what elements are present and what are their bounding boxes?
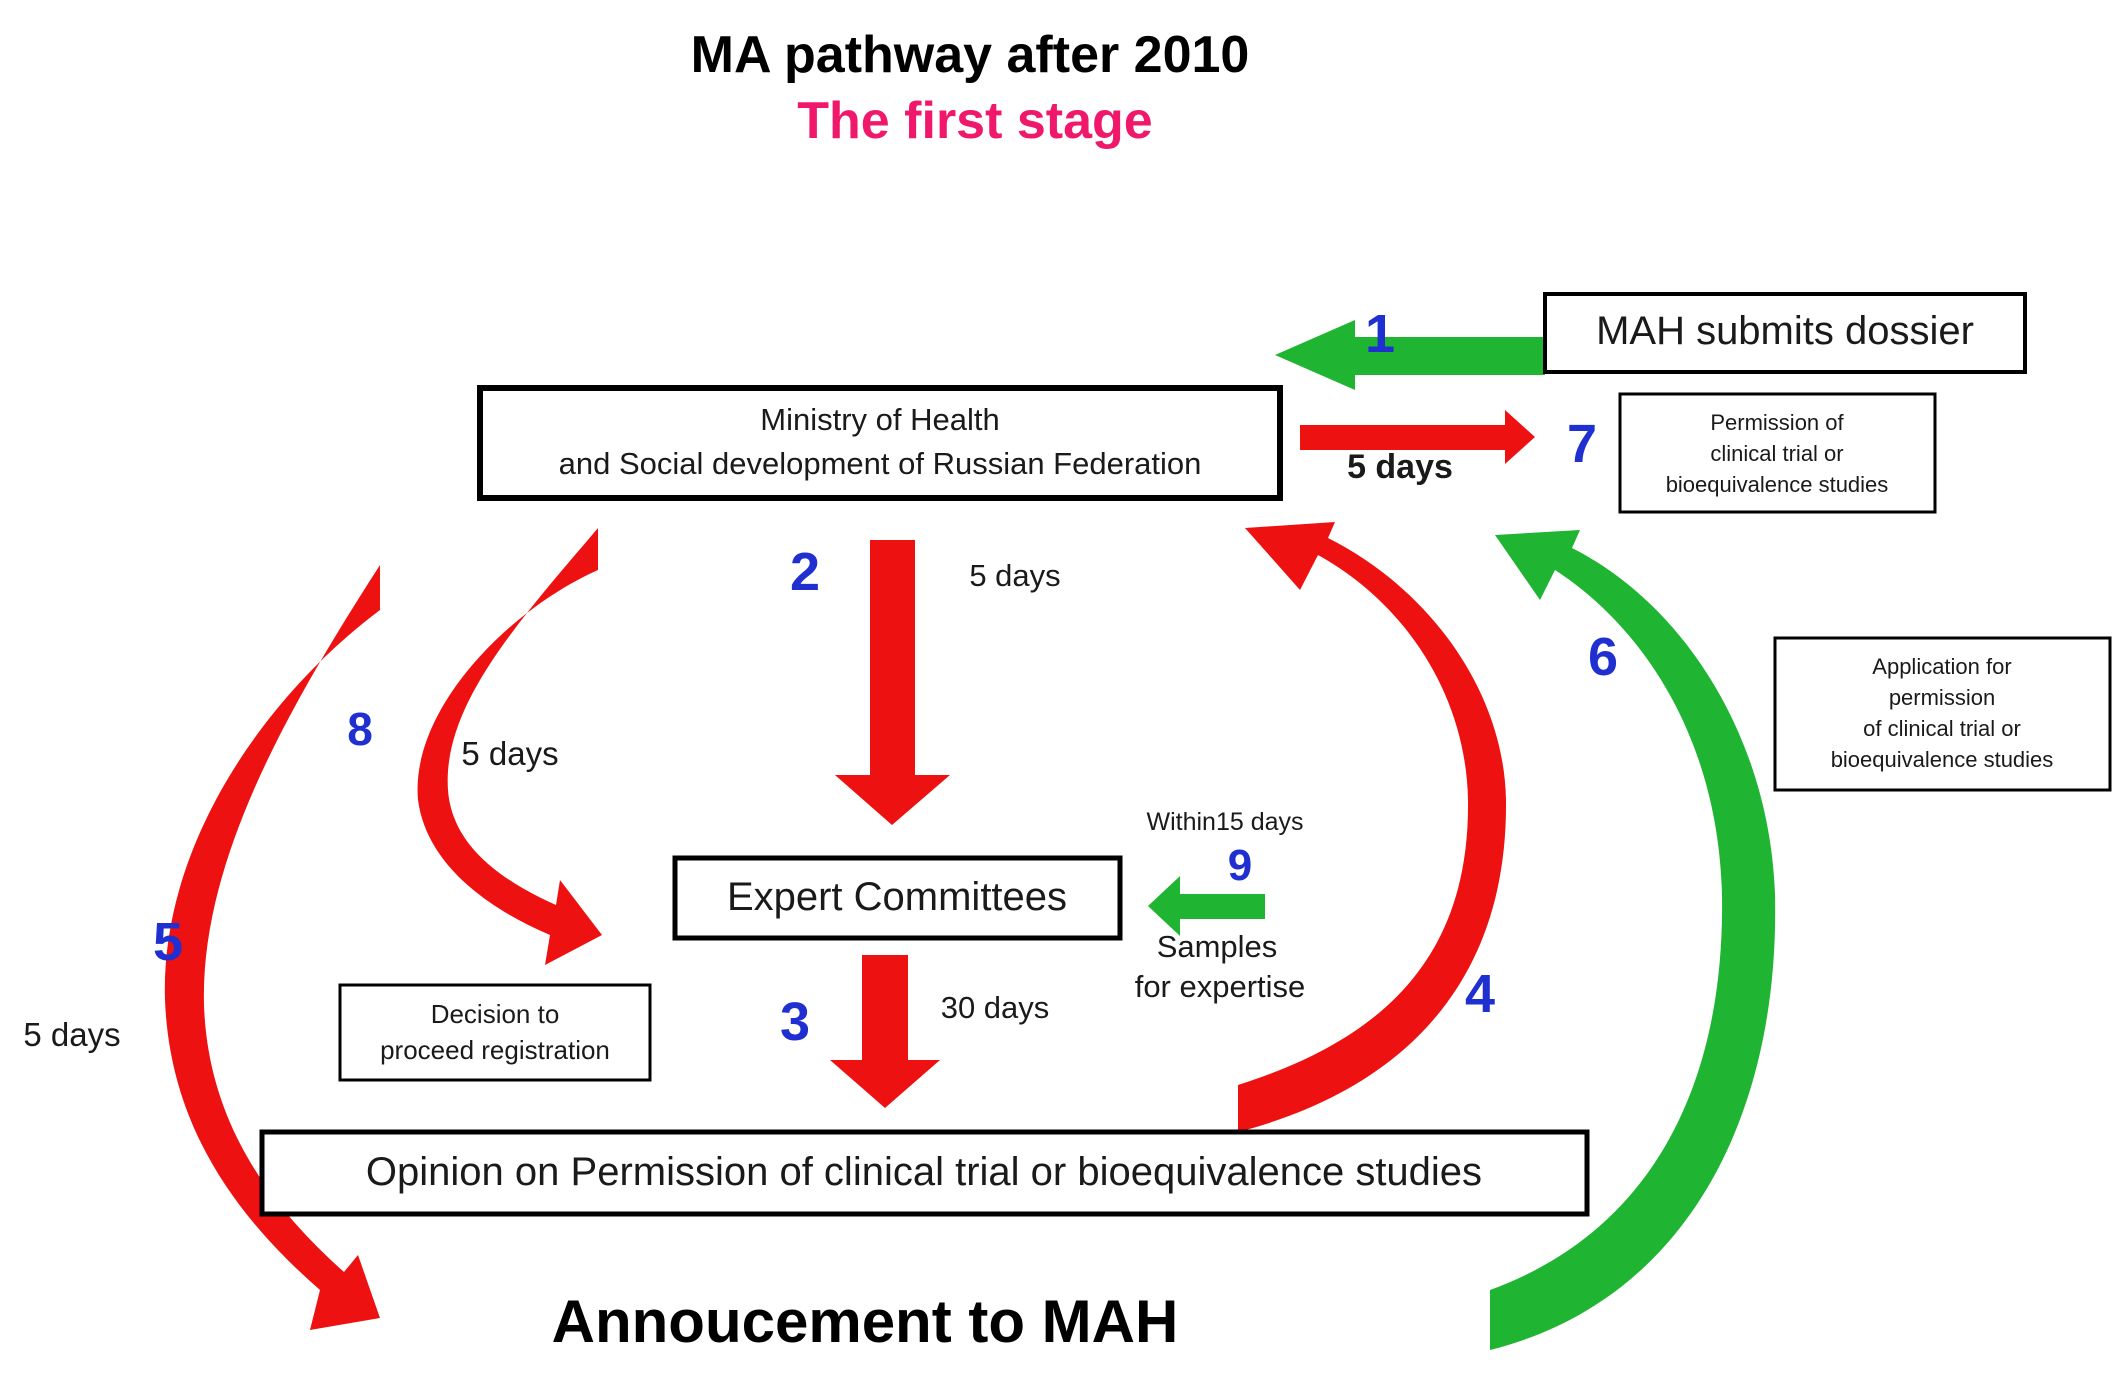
permission-label-line1: Permission of	[1710, 410, 1844, 435]
application-label-line3: of clinical trial or	[1863, 716, 2021, 741]
arrow-step-2	[835, 540, 950, 825]
arrow-step-3	[830, 955, 940, 1108]
permission-box	[1618, 392, 1937, 514]
arrow-step-4	[1238, 522, 1507, 1132]
step-number-4: 4	[1465, 964, 1495, 1024]
step-number-9: 9	[1228, 841, 1252, 890]
duration-step-7: 5 days	[1347, 448, 1453, 486]
diagram-subtitle: The first stage	[797, 92, 1152, 150]
ministry-box	[477, 385, 1283, 501]
step-number-1: 1	[1365, 304, 1395, 364]
announcement-label: Annoucement to MAH	[552, 1288, 1179, 1355]
decision-label-line1: Decision to	[431, 999, 560, 1029]
arrow-step-7	[1300, 410, 1535, 464]
opinion-box	[259, 1129, 1590, 1217]
permission-label-line3: bioequivalence studies	[1666, 472, 1889, 497]
samples-note-line2: for expertise	[1135, 969, 1306, 1004]
decision-label-line2: proceed registration	[380, 1035, 610, 1065]
application-label-line1: Application for	[1872, 654, 2011, 679]
step-number-3: 3	[780, 992, 810, 1052]
ministry-label-line2: and Social development of Russian Federa…	[559, 446, 1202, 481]
application-box	[1773, 636, 2112, 792]
duration-step-8: 5 days	[461, 735, 558, 772]
application-label-line2: permission	[1889, 685, 1995, 710]
duration-step-5: 5 days	[23, 1016, 120, 1053]
arrow-step-9	[1148, 876, 1265, 936]
duration-step-2: 5 days	[969, 558, 1060, 593]
ministry-label-line1: Ministry of Health	[760, 402, 999, 437]
mah-submits-label: MAH submits dossier	[1596, 309, 1974, 353]
arrow-step-8	[417, 528, 602, 965]
samples-note-line1: Samples	[1157, 929, 1278, 964]
diagram-title: MA pathway after 2010	[691, 26, 1250, 84]
step-number-6: 6	[1588, 627, 1618, 687]
expert-committees-box	[672, 855, 1123, 941]
arrow-step-6	[1490, 530, 1776, 1350]
permission-label-line2: clinical trial or	[1710, 441, 1843, 466]
duration-step-3: 30 days	[941, 990, 1050, 1025]
step-number-5: 5	[153, 912, 183, 972]
duration-step-9: Within15 days	[1146, 808, 1303, 836]
arrow-step-1	[1275, 320, 1545, 390]
arrow-step-5	[164, 565, 380, 1330]
step-number-2: 2	[790, 542, 820, 602]
opinion-label: Opinion on Permission of clinical trial …	[366, 1150, 1482, 1194]
decision-box	[338, 983, 652, 1082]
expert-committees-label: Expert Committees	[727, 875, 1067, 919]
step-number-7: 7	[1567, 414, 1597, 474]
application-label-line4: bioequivalence studies	[1831, 747, 2054, 772]
step-number-8: 8	[347, 703, 373, 755]
mah-submits-box	[1543, 292, 2027, 374]
